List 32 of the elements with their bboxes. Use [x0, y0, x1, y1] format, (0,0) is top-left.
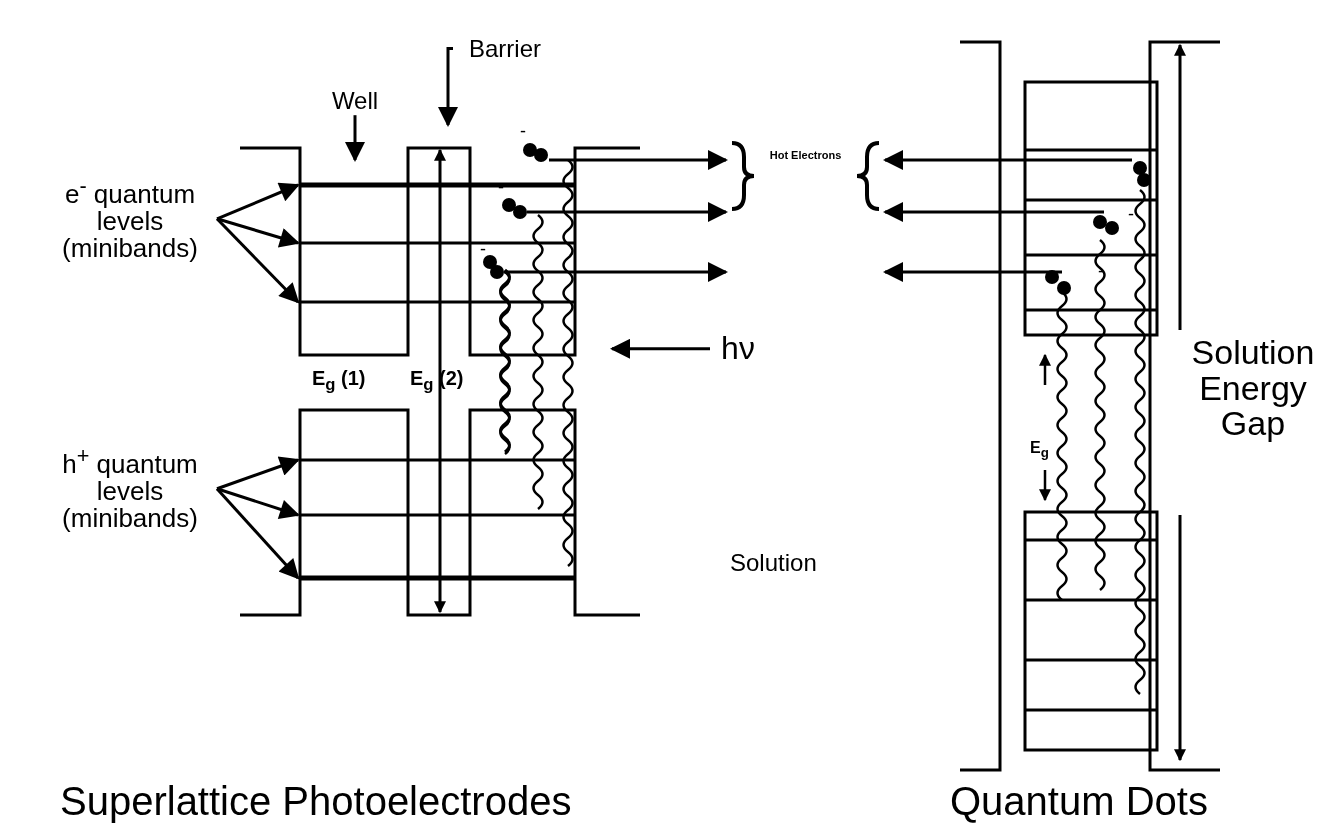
leader-arrow [215, 217, 300, 304]
arrow [504, 262, 728, 282]
leader-label: Well [320, 88, 390, 114]
arrow [883, 150, 1132, 170]
leader-arrow [216, 217, 300, 248]
brace-label: Hot Electrons [768, 150, 843, 162]
leader-arrow [216, 456, 300, 491]
axis-label: Solution Energy Gap [1190, 335, 1316, 443]
energy-gap-label: E$_{g}$ [1030, 440, 1049, 461]
charge-sign: - [498, 178, 504, 197]
leader-label: hν [712, 332, 764, 366]
leader-arrow [345, 115, 365, 162]
leader-arrow [216, 182, 300, 221]
region-label: Solution [730, 550, 817, 576]
leader-arrow [215, 487, 300, 580]
panel-title: Quantum Dots [950, 780, 1208, 822]
leader-label: e$^{-}$ quantum levels (minibands) [45, 175, 215, 263]
charge-sign: - [520, 122, 526, 141]
leader-arrow [438, 47, 458, 127]
charge-sign: - [1128, 205, 1134, 224]
arrow [883, 202, 1104, 222]
arrow [549, 150, 728, 170]
leader-label: Barrier [455, 36, 555, 62]
leader-label: h$^{+}$ quantum levels (minibands) [45, 445, 215, 533]
arrow [527, 202, 728, 222]
leader-arrow [216, 487, 300, 519]
arrow [883, 262, 1062, 282]
energy-gap-label: E$_{g}$ (1) [312, 368, 366, 394]
leader-arrow [610, 338, 710, 359]
charge-sign: - [480, 240, 486, 259]
panel-title: Superlattice Photoelectrodes [60, 780, 572, 822]
charge-sign: - [1098, 262, 1104, 281]
